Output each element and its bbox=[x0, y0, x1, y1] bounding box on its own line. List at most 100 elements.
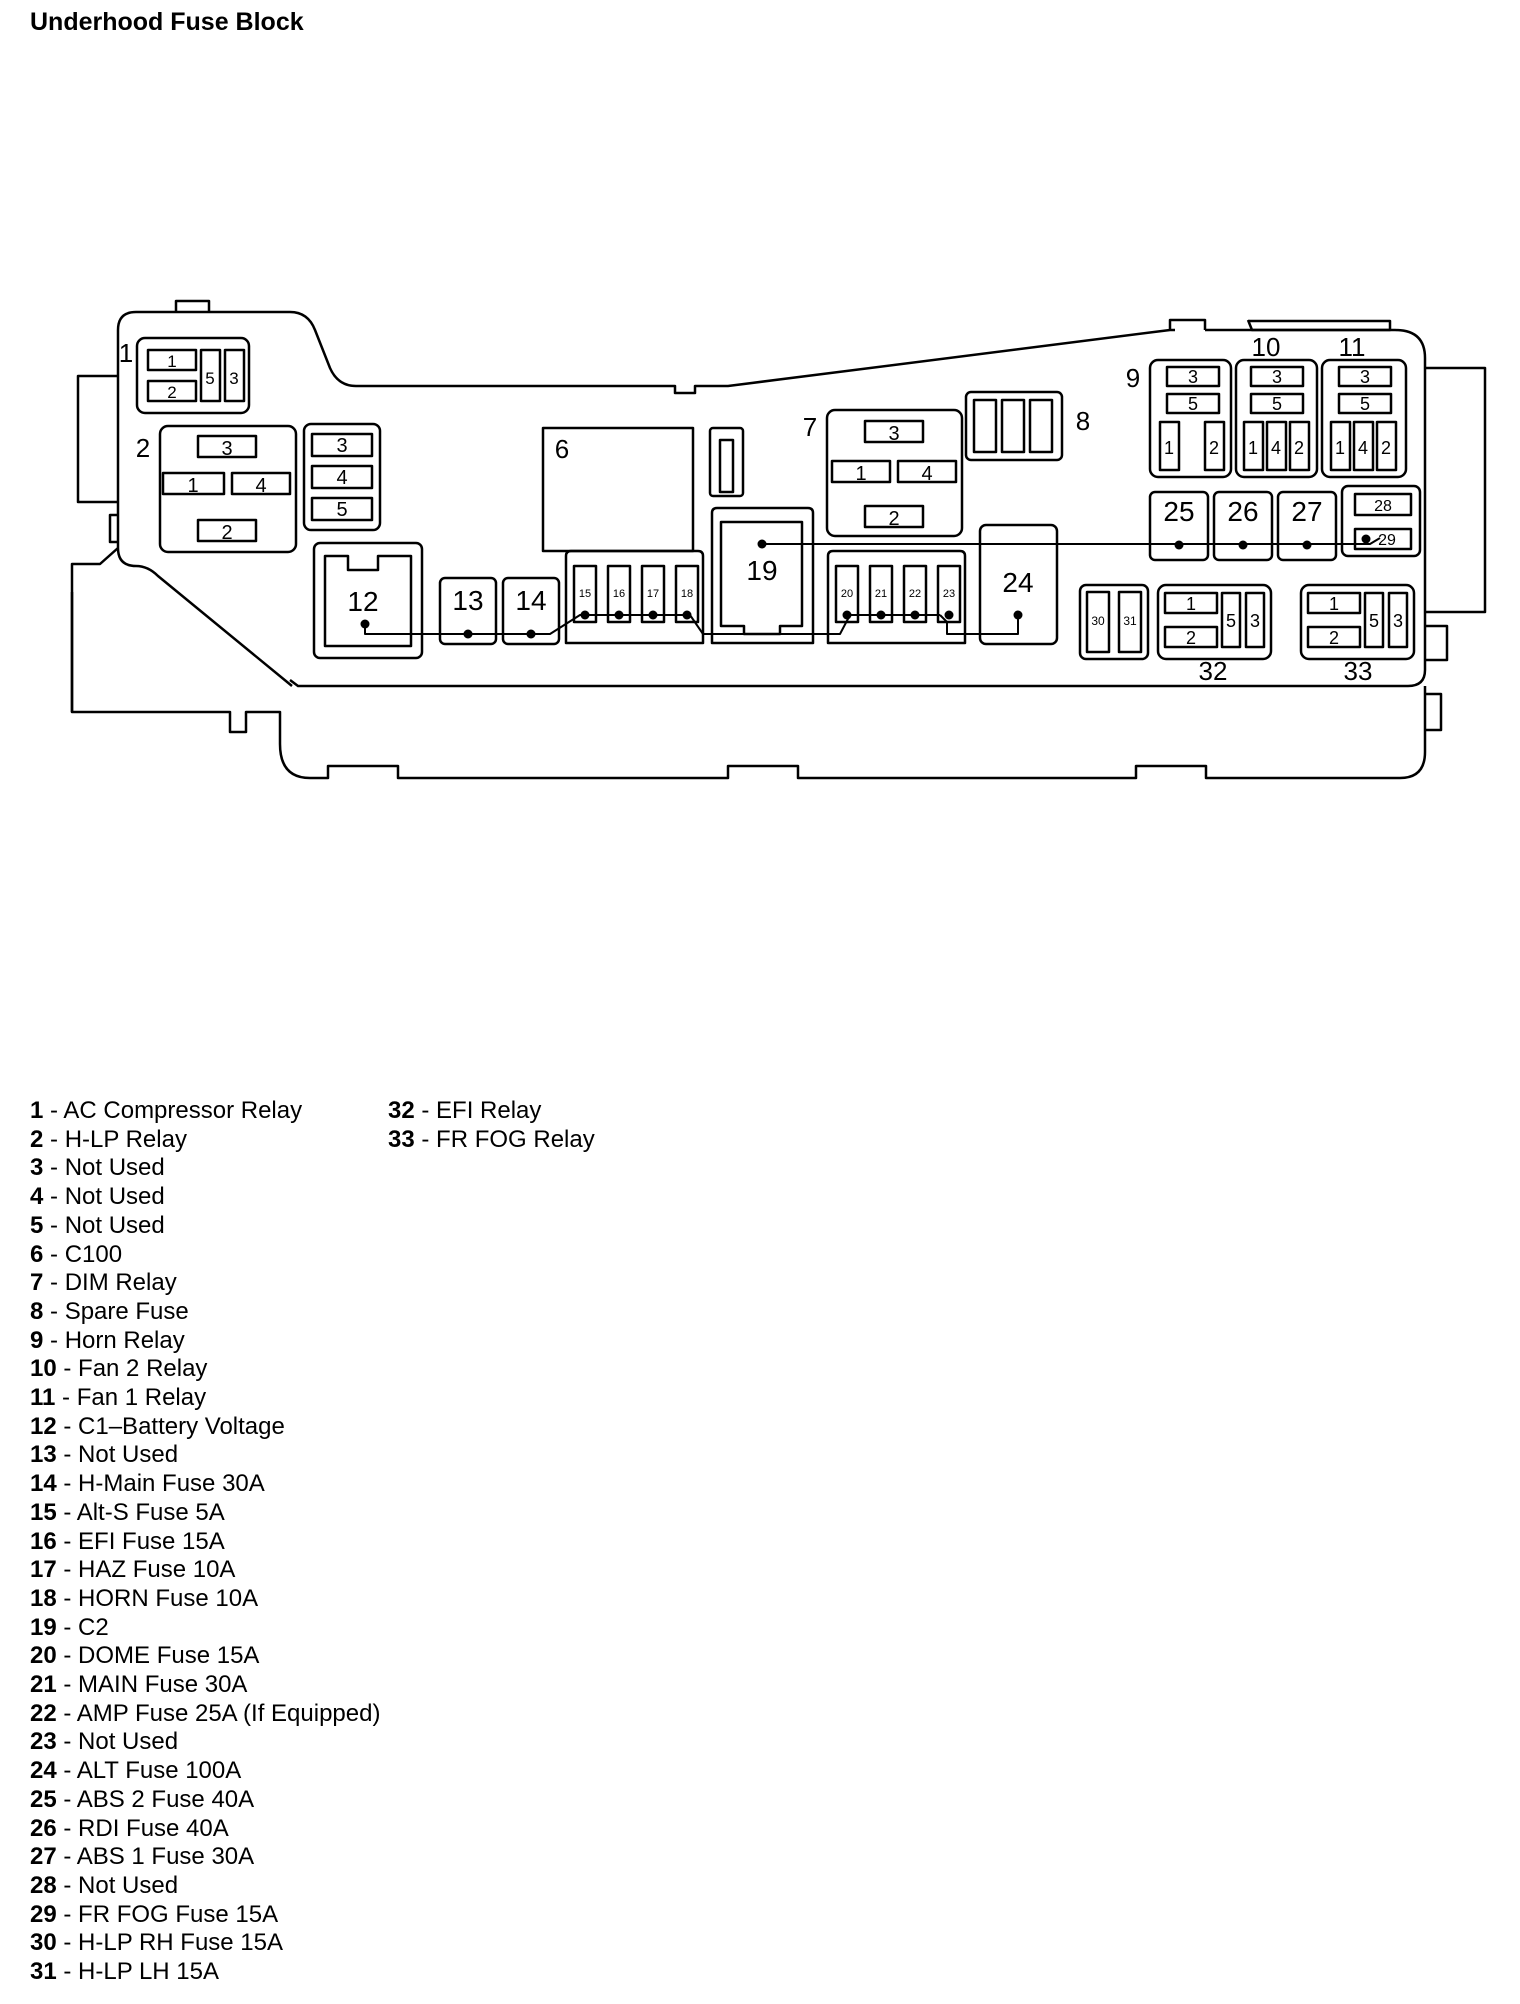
relay-7-pin-3: 3 bbox=[888, 423, 899, 445]
fuse-24 bbox=[978, 523, 1059, 646]
legend-text: H-LP RH Fuse 15A bbox=[78, 1929, 284, 1957]
legend-item-10: 10 - Fan 2 Relay bbox=[30, 1355, 450, 1384]
legend-text: Alt-S Fuse 5A bbox=[76, 1498, 225, 1526]
legend-separator: - bbox=[56, 1871, 79, 1899]
relay-1-pin-2: 2 bbox=[167, 383, 176, 402]
legend-text: H-LP Relay bbox=[64, 1125, 187, 1153]
legend-number: 32 bbox=[388, 1097, 415, 1124]
label-2: 2 bbox=[136, 433, 150, 463]
label-9: 9 bbox=[1126, 363, 1140, 393]
fuse-14 bbox=[501, 576, 561, 646]
relay-33-pin-3: 3 bbox=[1393, 611, 1403, 631]
relay-1-pin-5: 5 bbox=[205, 369, 214, 388]
legend-text: RDI Fuse 40A bbox=[78, 1814, 229, 1842]
relay-2-pin-2: 2 bbox=[221, 522, 232, 544]
legend-separator: - bbox=[56, 1699, 77, 1727]
relay-10-pin-3: 3 bbox=[1272, 367, 1282, 387]
legend-separator: - bbox=[55, 1384, 77, 1412]
legend-item-29: 29 - FR FOG Fuse 15A bbox=[30, 1901, 450, 1930]
fuses-30-31 bbox=[1078, 583, 1150, 661]
legend-number: 5 bbox=[30, 1211, 44, 1239]
legend-number: 29 bbox=[30, 1900, 57, 1928]
relay-33-pin-5: 5 bbox=[1369, 611, 1379, 631]
legend-separator: - bbox=[56, 1642, 79, 1670]
label-25: 25 bbox=[1163, 496, 1194, 527]
legend-item-19: 19 - C2 bbox=[30, 1614, 450, 1643]
relay-2-pin-3: 3 bbox=[221, 438, 232, 460]
fuse-block-diagram: 1 2 5 3 1 3 1 4 2 2 3 4 5 6 bbox=[70, 299, 1487, 780]
legend-separator: - bbox=[56, 1527, 79, 1555]
label-14: 14 bbox=[515, 585, 546, 616]
legend-text: Fan 1 Relay bbox=[76, 1384, 207, 1412]
legend-separator: - bbox=[43, 1211, 65, 1239]
relay-7-pin-4: 4 bbox=[921, 463, 932, 485]
relay-32-pin-3: 3 bbox=[1250, 611, 1260, 631]
legend-number: 21 bbox=[30, 1671, 57, 1699]
legend-separator: - bbox=[56, 1613, 79, 1641]
relay-7-pin-2: 2 bbox=[888, 508, 899, 530]
relay-10-pin-2: 2 bbox=[1294, 438, 1304, 458]
legend-separator: - bbox=[43, 1240, 65, 1268]
legend-number: 13 bbox=[30, 1441, 57, 1469]
label-21: 21 bbox=[875, 588, 887, 600]
legend-text: ALT Fuse 100A bbox=[76, 1757, 242, 1785]
legend-number: 15 bbox=[30, 1498, 57, 1526]
legend-text: HORN Fuse 10A bbox=[78, 1584, 259, 1612]
legend-number: 24 bbox=[30, 1757, 57, 1785]
label-27: 27 bbox=[1291, 496, 1322, 527]
legend-item-25: 25 - ABS 2 Fuse 40A bbox=[30, 1786, 450, 1815]
legend-number: 10 bbox=[30, 1355, 57, 1383]
legend-separator: - bbox=[56, 1498, 77, 1526]
legend-item-14: 14 - H-Main Fuse 30A bbox=[30, 1470, 450, 1499]
legend-item-31: 31 - H-LP LH 15A bbox=[30, 1958, 450, 1987]
legend-text: Not Used bbox=[64, 1211, 165, 1239]
label-31: 31 bbox=[1123, 614, 1137, 628]
legend-separator: - bbox=[56, 1412, 79, 1440]
legend-number: 8 bbox=[30, 1297, 44, 1325]
legend-number: 33 bbox=[388, 1125, 415, 1153]
relay-32: 1 2 5 3 bbox=[1156, 583, 1273, 661]
legend-item-11: 11 - Fan 1 Relay bbox=[30, 1384, 450, 1413]
legend-item-12: 12 - C1–Battery Voltage bbox=[30, 1413, 450, 1442]
legend-item-1: 1 - AC Compressor Relay bbox=[30, 1097, 450, 1126]
legend-item-23: 23 - Not Used bbox=[30, 1728, 450, 1757]
legend-number: 6 bbox=[30, 1240, 44, 1268]
small-vertical-slot bbox=[708, 426, 745, 498]
legend-item-15: 15 - Alt-S Fuse 5A bbox=[30, 1499, 450, 1528]
legend-number: 20 bbox=[30, 1642, 57, 1670]
legend-text: C2 bbox=[78, 1613, 109, 1641]
legend-text: HAZ Fuse 10A bbox=[78, 1556, 236, 1584]
label-12: 12 bbox=[347, 586, 378, 617]
relay-2: 3 1 4 2 bbox=[158, 424, 298, 554]
legend-separator: - bbox=[43, 1097, 64, 1124]
label-7: 7 bbox=[803, 412, 817, 442]
legend-item-20: 20 - DOME Fuse 15A bbox=[30, 1642, 450, 1671]
relay-32-pin-1: 1 bbox=[1186, 594, 1196, 614]
legend-item-16: 16 - EFI Fuse 15A bbox=[30, 1528, 450, 1557]
legend-separator: - bbox=[43, 1125, 65, 1153]
label-22: 22 bbox=[909, 588, 921, 600]
legend-item-32: 32 - EFI Relay bbox=[388, 1097, 808, 1126]
legend-text: ABS 1 Fuse 30A bbox=[76, 1843, 255, 1871]
fuse-13 bbox=[438, 576, 498, 646]
relay-11-pin-1: 1 bbox=[1335, 438, 1345, 458]
label-29: 29 bbox=[1378, 532, 1396, 549]
legend-separator: - bbox=[43, 1154, 65, 1182]
relay-9-pin-3: 3 bbox=[1188, 367, 1198, 387]
legend-separator: - bbox=[56, 1441, 79, 1469]
legend-separator: - bbox=[56, 1929, 79, 1957]
legend-item-2: 2 - H-LP Relay bbox=[30, 1126, 450, 1155]
legend-item-4: 4 - Not Used bbox=[30, 1183, 450, 1212]
relay-1-pin-3: 3 bbox=[229, 369, 238, 388]
legend-text: Not Used bbox=[64, 1154, 165, 1182]
relay-33: 1 2 5 3 bbox=[1299, 583, 1416, 661]
legend-separator: - bbox=[56, 1584, 79, 1612]
label-15: 15 bbox=[579, 588, 591, 600]
housing-outline bbox=[70, 299, 1487, 780]
legend-text: ABS 2 Fuse 40A bbox=[76, 1785, 255, 1813]
legend-item-6: 6 - C100 bbox=[30, 1241, 450, 1270]
label-26: 26 bbox=[1227, 496, 1258, 527]
relay-9-pin-1: 1 bbox=[1164, 438, 1174, 458]
slots-3-4-5: 3 4 5 bbox=[302, 422, 382, 532]
legend-separator: - bbox=[43, 1183, 65, 1211]
